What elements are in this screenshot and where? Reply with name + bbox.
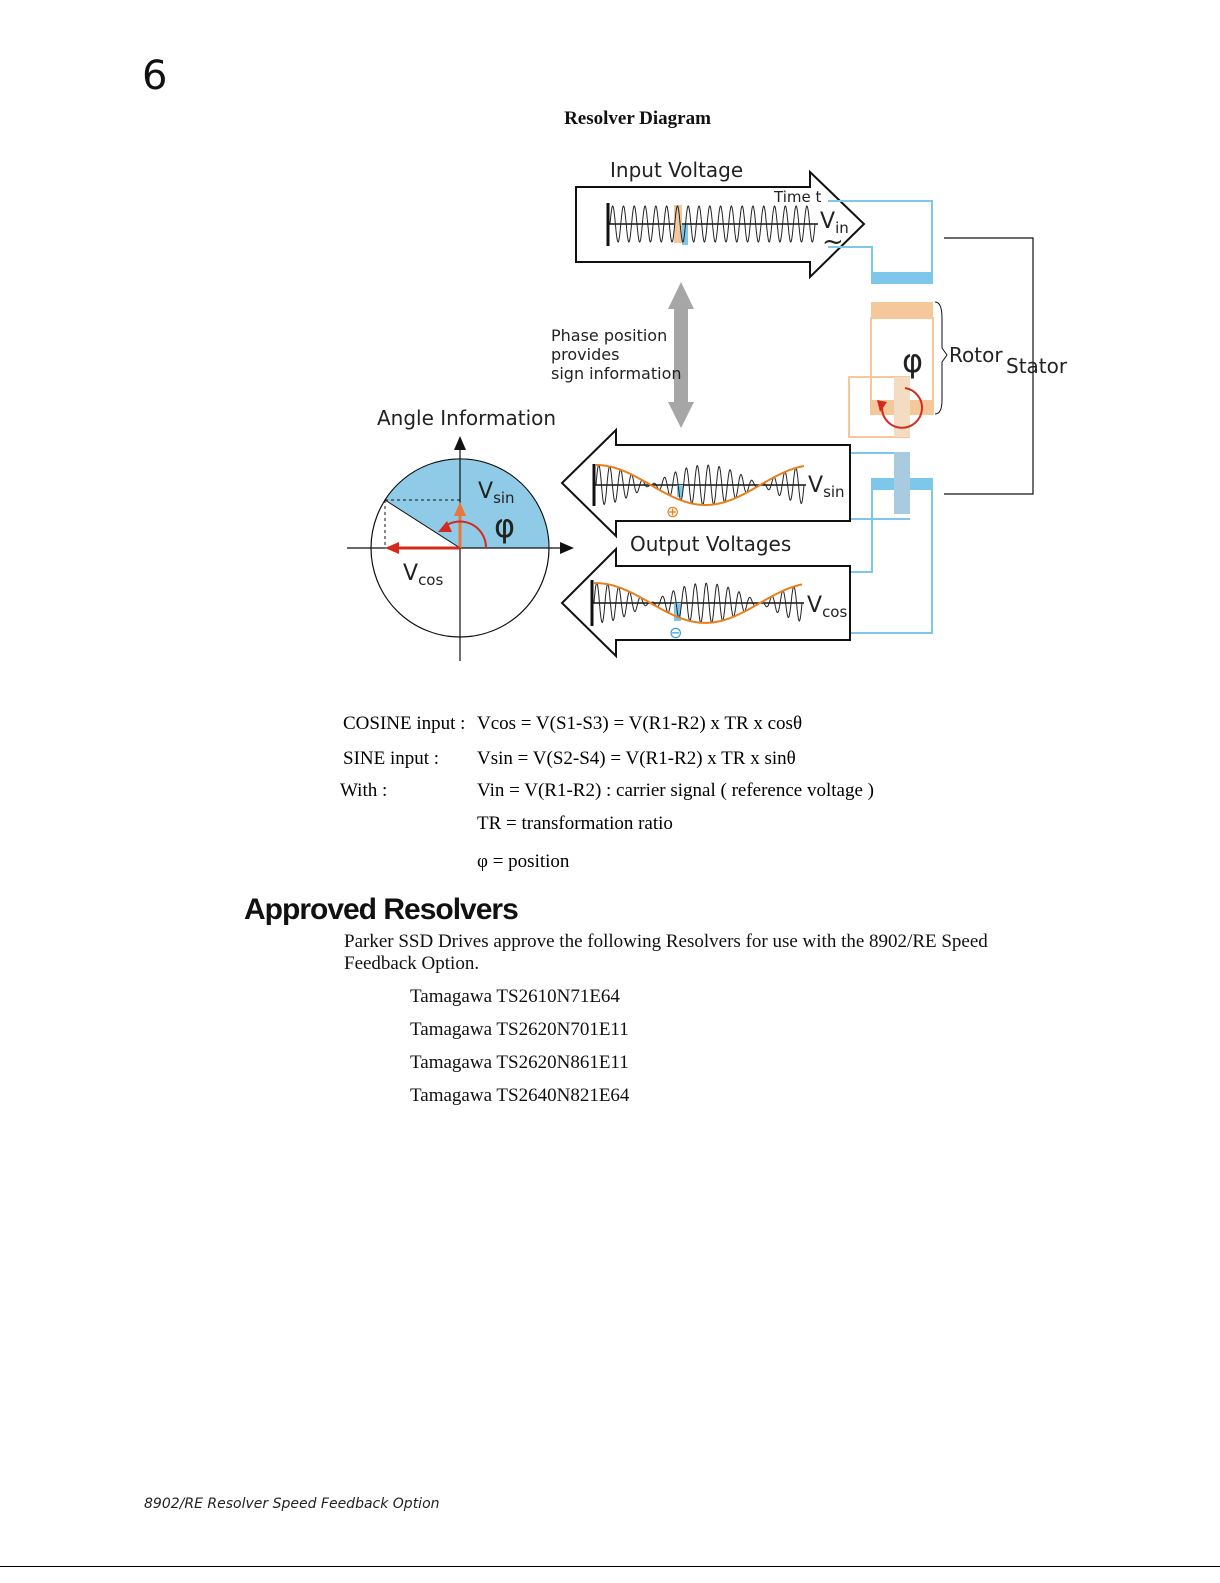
time-label: Time t	[773, 188, 821, 206]
vsin-phase-highlight	[677, 485, 683, 497]
diagram-title: Resolver Diagram	[564, 108, 711, 129]
angle-sector	[384, 458, 550, 549]
vcos-circle-label-main: V	[403, 561, 418, 586]
input-phase-highlight-orange	[674, 205, 682, 243]
equation-label-2: SINE input :	[343, 748, 439, 769]
equation-formula-1: Vcos = V(S1-S3) = V(R1-R2) x TR x cosθ	[477, 713, 802, 734]
footer-rule	[0, 1566, 1220, 1567]
vsin-circle-label-sub: sin	[493, 489, 515, 507]
section-heading: Approved Resolvers	[244, 893, 519, 926]
footer-text: 8902/RE Resolver Speed Feedback Option	[144, 1496, 440, 1512]
input-phase-highlight-blue	[682, 225, 688, 245]
resolver-item-3: Tamagawa TS2620N861E11	[410, 1052, 629, 1073]
minus-sign: ⊖	[669, 623, 682, 642]
rotor-shaft	[894, 377, 910, 437]
resolver-diagram: Input Voltage Time t Vin ~ φ Rotor Stato…	[340, 158, 1068, 872]
input-voltage-label: Input Voltage	[610, 158, 743, 182]
circle-phi-symbol: φ	[494, 507, 515, 545]
vsin-output-label-main: V	[808, 473, 823, 498]
rotor-rotation-arrow	[881, 387, 923, 429]
phase-note-line-3: sign information	[551, 364, 682, 383]
vsin-output-label-sub: sin	[823, 483, 845, 501]
rotor-brace	[934, 301, 948, 415]
phase-arrow-head-down	[668, 402, 694, 428]
page-number: 6	[142, 53, 168, 99]
vcos-circle-label-sub: cos	[418, 571, 443, 589]
vcos-carrier-wave	[593, 582, 803, 624]
intro-paragraph: Parker SSD Drives approve the following …	[344, 931, 988, 974]
stator-bracket-line	[944, 237, 1034, 495]
tilde-symbol: ~	[822, 227, 844, 257]
stator-label: Stator	[1006, 354, 1068, 378]
rotor-top-bar	[871, 302, 933, 318]
equation-formula-3: Vin = V(R1-R2) : carrier signal ( refere…	[477, 780, 874, 801]
rotor-rotation-arrowhead	[877, 400, 887, 412]
vsin-circle-label-main: V	[478, 479, 493, 504]
vsin-output-label: Vsin	[808, 473, 845, 501]
resolver-item-1: Tamagawa TS2610N71E64	[410, 986, 620, 1007]
equation-label-3: With :	[340, 780, 387, 801]
vsin-vector-head	[454, 502, 466, 516]
vcos-circle-label: Vcos	[403, 561, 443, 589]
angle-information-label: Angle Information	[377, 406, 556, 430]
plus-sign: ⊕	[666, 502, 679, 521]
equation-formula-4: TR = transformation ratio	[477, 813, 673, 834]
vcos-output-label: Vcos	[807, 593, 847, 621]
phase-arrow-shaft	[674, 306, 688, 406]
vsin-carrier-wave	[595, 464, 805, 506]
phase-arrow-head-up	[668, 282, 694, 309]
vsin-envelope	[596, 464, 805, 506]
stator-vertical-winding	[894, 452, 910, 514]
stator-top-winding	[871, 272, 933, 284]
input-carrier-wave	[609, 205, 816, 243]
rotor-phi-symbol: φ	[902, 342, 923, 380]
vcos-output-label-main: V	[807, 593, 822, 618]
x-axis-arrowhead	[560, 542, 574, 554]
vcos-output-label-sub: cos	[822, 603, 847, 621]
phase-note-line-2: provides	[551, 345, 619, 364]
y-axis-arrowhead	[454, 436, 466, 450]
equation-label-1: COSINE input :	[343, 713, 465, 734]
equation-formula-2: Vsin = V(S2-S4) = V(R1-R2) x TR x sinθ	[477, 748, 796, 769]
vin-label: Vin	[820, 209, 849, 237]
vin-label-main: V	[820, 209, 835, 234]
phi-angle-arrowhead	[438, 521, 452, 532]
vsin-circle-label: Vsin	[478, 479, 515, 507]
output-voltages-label: Output Voltages	[630, 532, 791, 556]
vcos-envelope	[594, 582, 803, 624]
vin-label-sub: in	[835, 219, 849, 237]
equation-formula-5: φ = position	[477, 851, 570, 872]
resolver-item-2: Tamagawa TS2620N701E11	[410, 1019, 629, 1040]
vcos-vector-head	[385, 542, 399, 554]
phase-note-line-1: Phase position	[551, 326, 667, 345]
phi-angle-arc	[446, 520, 488, 549]
resolver-item-4: Tamagawa TS2640N821E64	[410, 1085, 630, 1106]
rotor-label: Rotor	[949, 343, 1003, 367]
